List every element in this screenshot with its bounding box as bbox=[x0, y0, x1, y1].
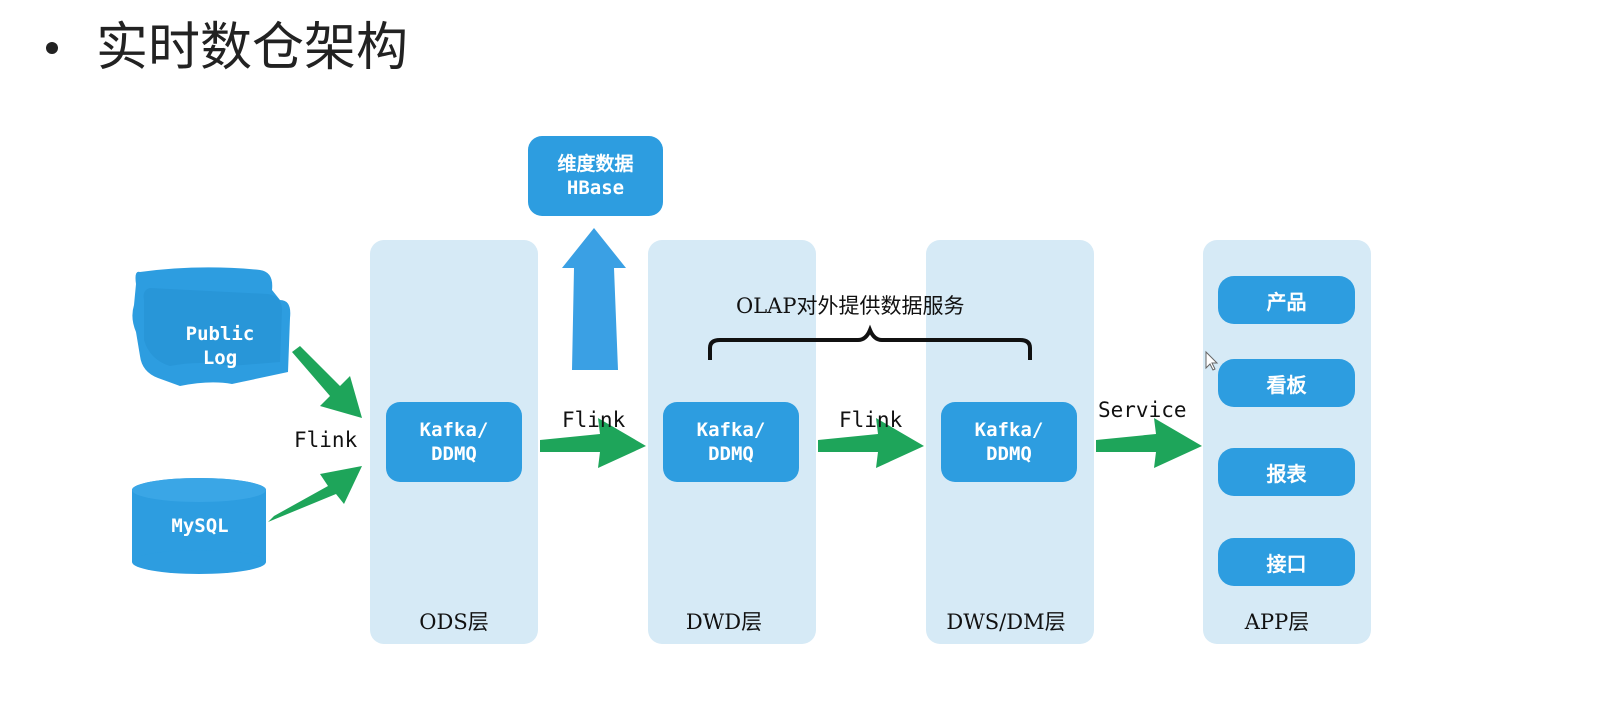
ods-layer-label: ODS层 bbox=[419, 610, 489, 634]
mysql-shape bbox=[132, 478, 266, 574]
arrow-dwd-to-dws bbox=[818, 418, 924, 468]
arrow-mysql-to-ods bbox=[268, 466, 362, 522]
flink-dwd-dws-label: Flink bbox=[839, 408, 903, 432]
app-item-dashboard: 看板 bbox=[1218, 359, 1355, 407]
app-layer-label: APP层 bbox=[1244, 610, 1310, 634]
service-label: Service bbox=[1098, 398, 1187, 422]
flink-ods-dwd-label: Flink bbox=[562, 408, 626, 432]
arrow-ods-to-dwd bbox=[540, 418, 646, 468]
dws-layer-label: DWS/DM层 bbox=[946, 610, 1066, 634]
dimension-hbase-box: 维度数据 HBase bbox=[528, 136, 663, 216]
public-log-label: Public Log bbox=[185, 323, 255, 369]
app-item-report: 报表 bbox=[1218, 448, 1355, 496]
flink-ingest-label: Flink bbox=[294, 428, 358, 452]
dwd-kafka-box: Kafka/ DDMQ bbox=[663, 402, 799, 482]
mysql-label: MySQL bbox=[171, 515, 229, 537]
cursor-icon bbox=[1205, 350, 1219, 371]
app-item-api: 接口 bbox=[1218, 538, 1355, 586]
olap-service-label: OLAP对外提供数据服务 bbox=[736, 294, 965, 318]
arrow-publiclog-to-ods bbox=[292, 346, 362, 418]
arrow-ods-to-hbase bbox=[562, 228, 626, 370]
dwd-layer-label: DWD层 bbox=[685, 610, 763, 634]
ods-kafka-box: Kafka/ DDMQ bbox=[386, 402, 522, 482]
arrow-dws-to-app bbox=[1096, 418, 1202, 468]
page-title: 实时数仓架构 bbox=[96, 18, 409, 78]
app-item-product: 产品 bbox=[1218, 276, 1355, 324]
dws-kafka-box: Kafka/ DDMQ bbox=[941, 402, 1077, 482]
public-log-shape bbox=[132, 267, 291, 386]
bullet-point bbox=[46, 42, 58, 54]
olap-brace bbox=[708, 324, 1032, 360]
